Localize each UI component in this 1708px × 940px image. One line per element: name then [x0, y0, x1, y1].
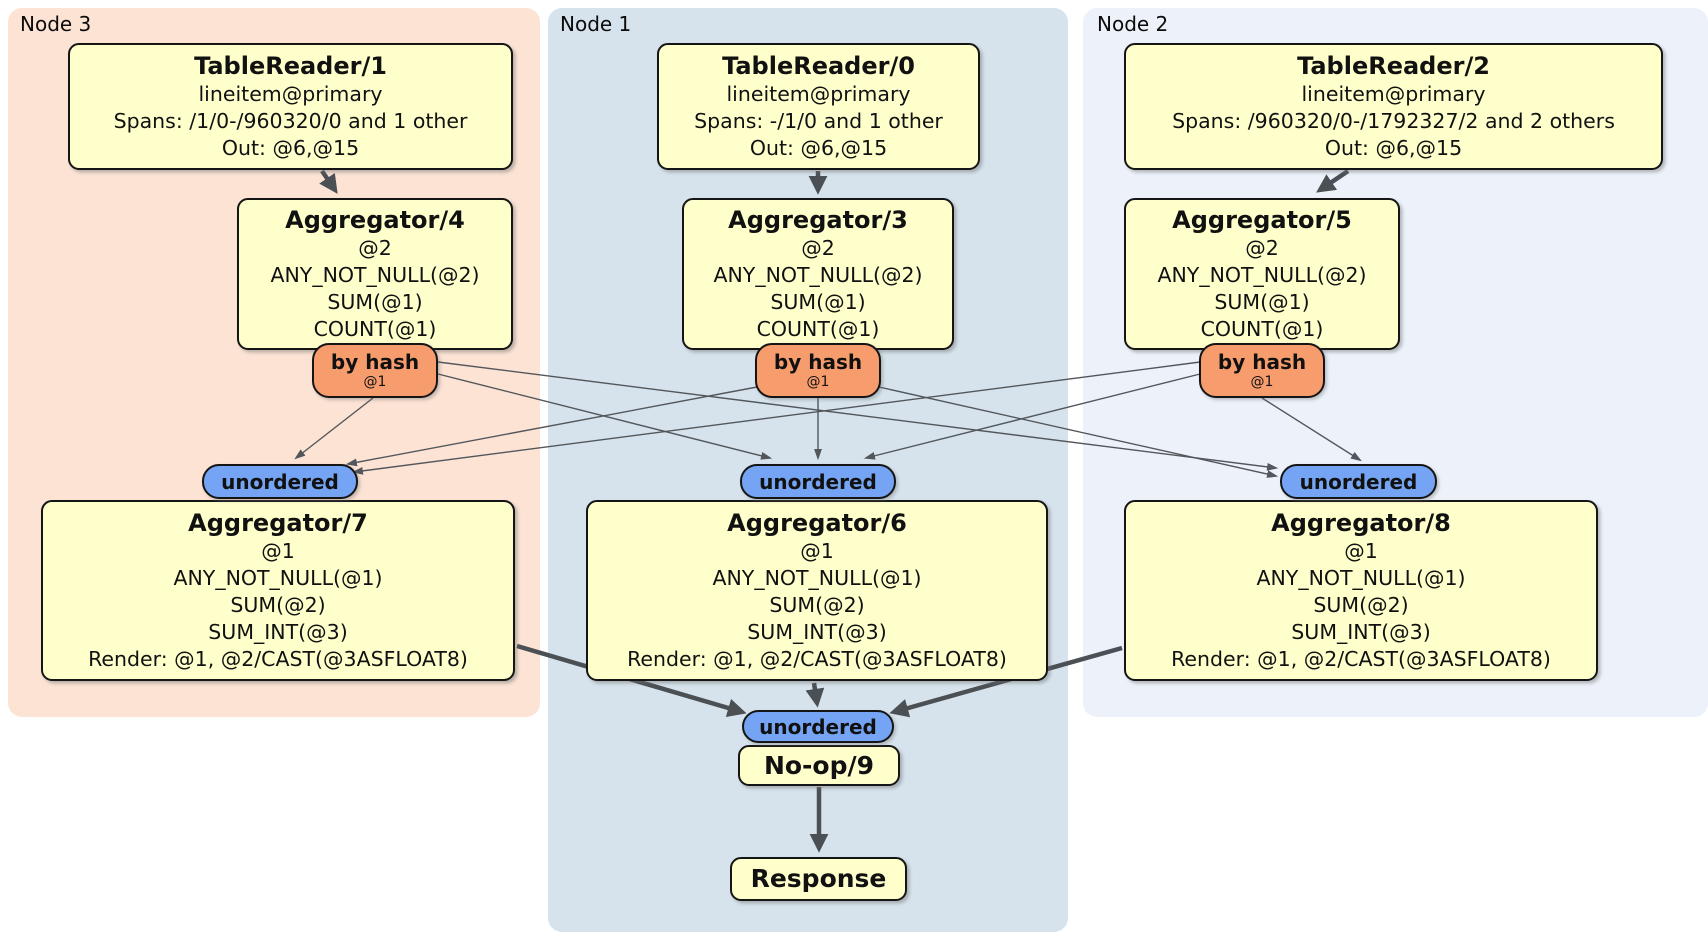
aggregator-6-box: Aggregator/6 @1 ANY_NOT_NULL(@1) SUM(@2)… — [586, 500, 1048, 681]
unordered-stream-node3: unordered — [202, 464, 358, 499]
unordered-stream-node2: unordered — [1280, 464, 1437, 499]
unordered-label: unordered — [221, 469, 339, 494]
final-unordered-stream: unordered — [742, 710, 894, 743]
box-line: SUM(@1) — [327, 290, 423, 314]
box-line: SUM(@2) — [1313, 593, 1409, 617]
box-line: SUM(@2) — [230, 593, 326, 617]
aggregator-5-box: Aggregator/5 @2 ANY_NOT_NULL(@2) SUM(@1)… — [1124, 198, 1400, 350]
aggregator-8-title: Aggregator/8 — [1271, 509, 1451, 537]
by-hash-detail: @1 — [363, 374, 387, 390]
box-line: Render: @1, @2/CAST(@3ASFLOAT8) — [627, 647, 1007, 671]
box-line: Out: @6,@15 — [221, 136, 360, 160]
unordered-label: unordered — [759, 714, 877, 739]
box-line: SUM_INT(@3) — [208, 620, 348, 644]
box-line: COUNT(@1) — [756, 317, 880, 341]
box-line: lineitem@primary — [1301, 82, 1486, 106]
aggregator-4-box: Aggregator/4 @2 ANY_NOT_NULL(@2) SUM(@1)… — [237, 198, 513, 350]
unordered-label: unordered — [1299, 469, 1418, 494]
table-reader-0-box: TableReader/0 lineitem@primary Spans: -/… — [657, 43, 980, 170]
box-line: @2 — [1245, 236, 1279, 260]
box-line: @1 — [1344, 539, 1378, 563]
box-line: ANY_NOT_NULL(@2) — [270, 263, 480, 287]
table-reader-1-title: TableReader/1 — [194, 52, 387, 80]
aggregator-8-box: Aggregator/8 @1 ANY_NOT_NULL(@1) SUM(@2)… — [1124, 500, 1598, 681]
noop-9-title: No-op/9 — [763, 750, 875, 780]
response-box: Response — [730, 857, 907, 901]
box-line: SUM(@1) — [770, 290, 866, 314]
box-line: Spans: /1/0-/960320/0 and 1 other — [113, 109, 468, 133]
by-hash-label: by hash — [773, 350, 863, 374]
table-reader-2-title: TableReader/2 — [1297, 52, 1490, 80]
box-line: lineitem@primary — [726, 82, 911, 106]
box-line: ANY_NOT_NULL(@1) — [173, 566, 383, 590]
by-hash-router-node1: by hash @1 — [755, 343, 881, 398]
box-line: COUNT(@1) — [313, 317, 437, 341]
by-hash-detail: @1 — [1250, 374, 1274, 390]
box-line: Out: @6,@15 — [749, 136, 888, 160]
aggregator-5-title: Aggregator/5 — [1172, 206, 1352, 234]
noop-9-box: No-op/9 — [738, 745, 900, 786]
box-line: ANY_NOT_NULL(@1) — [712, 566, 922, 590]
table-reader-1-box: TableReader/1 lineitem@primary Spans: /1… — [68, 43, 513, 170]
box-line: ANY_NOT_NULL(@2) — [1157, 263, 1367, 287]
by-hash-router-node3: by hash @1 — [312, 343, 438, 398]
node1-region-label: Node 1 — [560, 12, 632, 36]
by-hash-router-node2: by hash @1 — [1199, 343, 1325, 398]
box-line: Render: @1, @2/CAST(@3ASFLOAT8) — [1171, 647, 1551, 671]
box-line: ANY_NOT_NULL(@1) — [1256, 566, 1466, 590]
box-line: lineitem@primary — [198, 82, 383, 106]
box-line: SUM_INT(@3) — [1291, 620, 1431, 644]
unordered-stream-node1: unordered — [740, 464, 896, 499]
box-line: SUM_INT(@3) — [747, 620, 887, 644]
box-line: ANY_NOT_NULL(@2) — [713, 263, 923, 287]
box-line: @2 — [358, 236, 392, 260]
box-line: @1 — [800, 539, 834, 563]
aggregator-3-title: Aggregator/3 — [728, 206, 908, 234]
by-hash-label: by hash — [330, 350, 420, 374]
node2-region-label: Node 2 — [1097, 12, 1169, 36]
by-hash-detail: @1 — [806, 374, 830, 390]
box-line: Spans: -/1/0 and 1 other — [694, 109, 943, 133]
table-reader-0-title: TableReader/0 — [722, 52, 915, 80]
box-line: @1 — [261, 539, 295, 563]
aggregator-4-title: Aggregator/4 — [285, 206, 465, 234]
box-line: SUM(@2) — [769, 593, 865, 617]
aggregator-7-box: Aggregator/7 @1 ANY_NOT_NULL(@1) SUM(@2)… — [41, 500, 515, 681]
response-title: Response — [750, 864, 887, 893]
box-line: Spans: /960320/0-/1792327/2 and 2 others — [1172, 109, 1615, 133]
table-reader-2-box: TableReader/2 lineitem@primary Spans: /9… — [1124, 43, 1663, 170]
box-line: SUM(@1) — [1214, 290, 1310, 314]
box-line: @2 — [801, 236, 835, 260]
aggregator-6-title: Aggregator/6 — [727, 509, 907, 537]
node3-region-label: Node 3 — [20, 12, 92, 36]
box-line: Render: @1, @2/CAST(@3ASFLOAT8) — [88, 647, 468, 671]
box-line: Out: @6,@15 — [1324, 136, 1463, 160]
by-hash-label: by hash — [1217, 350, 1307, 374]
aggregator-3-box: Aggregator/3 @2 ANY_NOT_NULL(@2) SUM(@1)… — [682, 198, 954, 350]
unordered-label: unordered — [759, 469, 877, 494]
box-line: COUNT(@1) — [1200, 317, 1324, 341]
aggregator-7-title: Aggregator/7 — [188, 509, 368, 537]
